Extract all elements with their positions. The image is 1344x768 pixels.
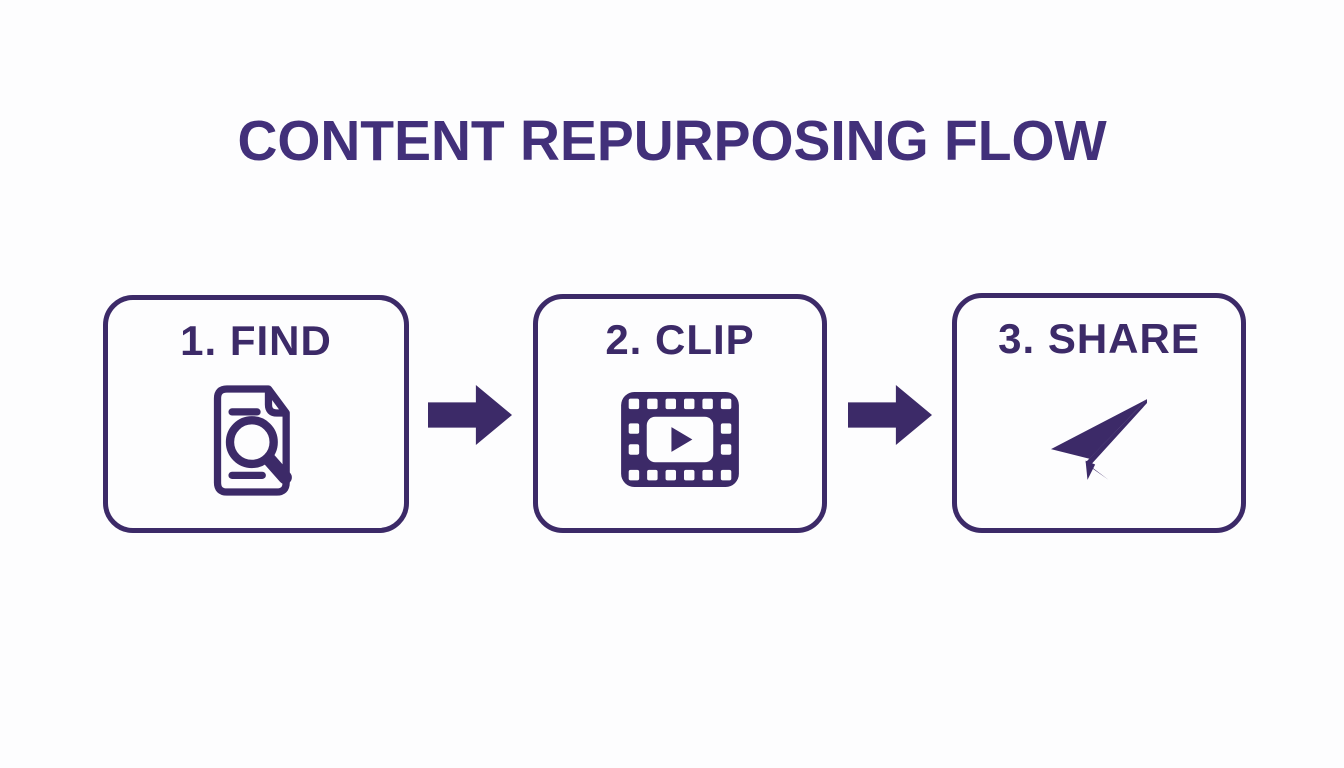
paper-plane-icon bbox=[1051, 360, 1147, 528]
page-title-text: CONTENT REPURPOSING FLOW bbox=[237, 109, 1107, 173]
page-title: CONTENT REPURPOSING FLOW bbox=[0, 108, 1344, 174]
step-label-share: 3. SHARE bbox=[998, 315, 1200, 362]
arrow-right-icon bbox=[428, 385, 512, 445]
step-label-find: 1. FIND bbox=[180, 317, 332, 364]
step-card-find: 1. FIND bbox=[103, 295, 409, 533]
step-card-clip: 2. CLIP bbox=[533, 294, 827, 533]
filmstrip-play-icon bbox=[621, 361, 739, 528]
document-search-icon bbox=[204, 362, 308, 528]
step-label-clip: 2. CLIP bbox=[605, 316, 755, 363]
arrow-right-icon bbox=[848, 385, 932, 445]
step-card-share: 3. SHARE bbox=[952, 293, 1246, 533]
